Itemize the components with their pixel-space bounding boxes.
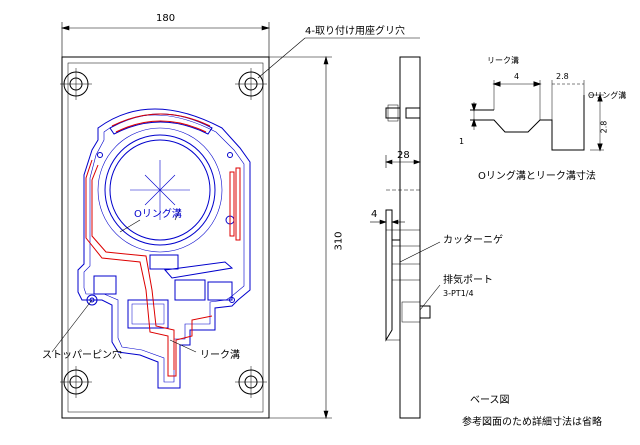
dimensions-side bbox=[370, 155, 441, 311]
exhaust-port-label: 排気ポート bbox=[443, 275, 493, 286]
drawing-title: ベース図 bbox=[470, 395, 510, 406]
dim-width-label: 180 bbox=[156, 13, 176, 24]
dim-height-label: 310 bbox=[333, 231, 345, 251]
detail-2-8-side-label: 2.8 bbox=[599, 120, 609, 134]
dim-28-label: 28 bbox=[397, 150, 410, 161]
side-view bbox=[385, 56, 431, 419]
dim-4-side-label: 4 bbox=[371, 209, 378, 220]
front-view bbox=[60, 56, 270, 419]
detail-4-label: 4 bbox=[514, 72, 520, 81]
leak-groove bbox=[85, 113, 241, 377]
plate-outline bbox=[61, 56, 270, 419]
detail-2-8-top-label: 2.8 bbox=[556, 72, 569, 81]
detail-oring-label: Oリング溝 bbox=[588, 91, 627, 100]
drawing-note: 参考図面のため詳細寸法は省略 bbox=[462, 417, 602, 428]
counterbore-holes bbox=[60, 68, 267, 398]
groove-body bbox=[77, 108, 251, 389]
groove-detail bbox=[470, 80, 604, 152]
cutter-nige-label: カッターニゲ bbox=[443, 235, 503, 246]
exhaust-spec-label: 3-PT1/4 bbox=[443, 289, 474, 298]
detail-1-label: 1 bbox=[459, 137, 465, 146]
detail-leak-label: リーク溝 bbox=[487, 56, 519, 65]
stopper-pin-label: ストッパーピン穴 bbox=[42, 350, 122, 361]
mount-holes-label: 4-取り付け用座グリ穴 bbox=[305, 26, 405, 37]
detail-caption: Oリング溝とリーク溝寸法 bbox=[478, 171, 596, 182]
leak-groove-main-label: リーク溝 bbox=[200, 350, 240, 361]
plate-inner-edge bbox=[67, 62, 264, 413]
dimensions-front bbox=[51, 22, 420, 420]
oring-groove-label: Oリング溝 bbox=[134, 209, 182, 220]
